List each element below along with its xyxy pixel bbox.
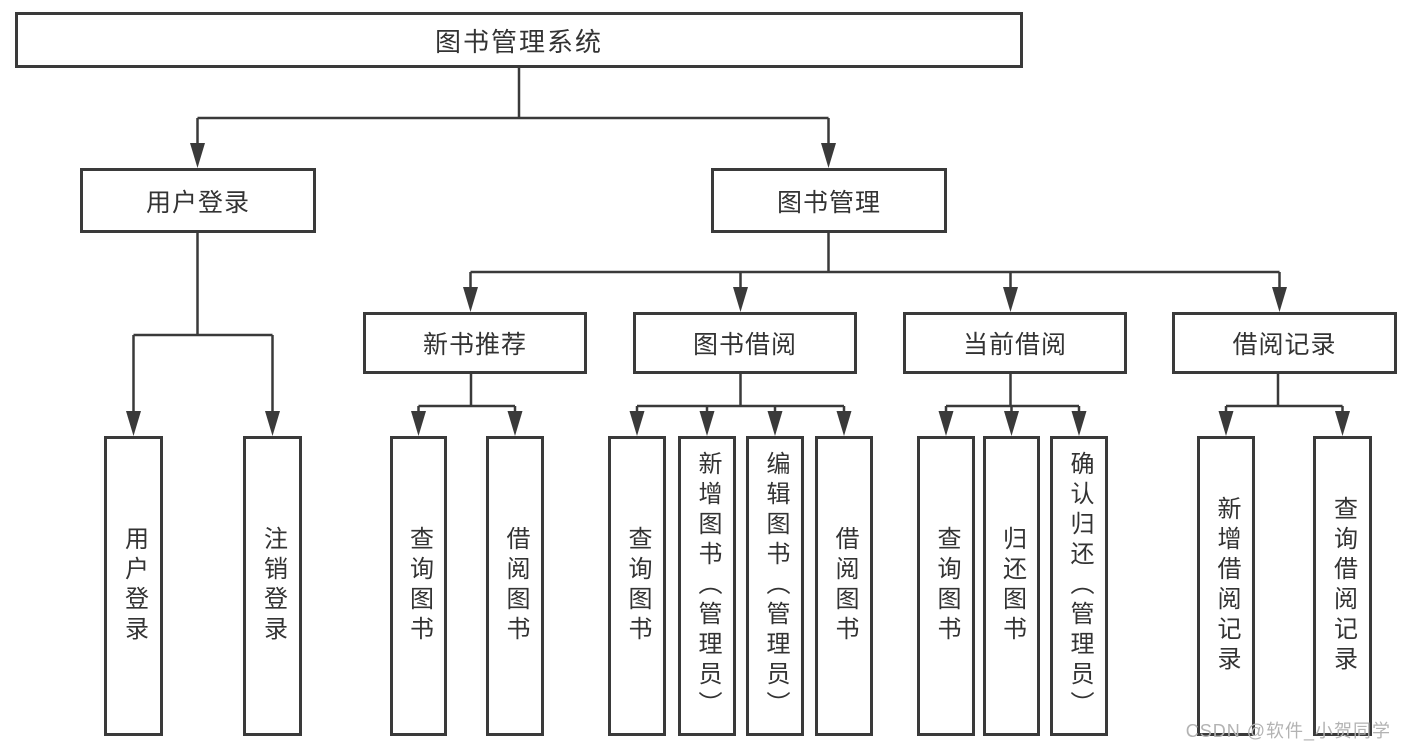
leaf-query-borrow-record: 查询借阅记录 xyxy=(1313,436,1372,736)
leaf-query-book-current-label: 查询图书 xyxy=(933,526,960,646)
node-book-borrowing: 图书借阅 xyxy=(633,312,857,374)
leaf-confirm-return-admin: 确认归还（管理员） xyxy=(1050,436,1108,736)
leaf-query-book-borrow: 查询图书 xyxy=(608,436,666,736)
node-library-management-system: 图书管理系统 xyxy=(15,12,1023,68)
leaf-borrow-book: 借阅图书 xyxy=(815,436,873,736)
leaf-query-book-recommend-label: 查询图书 xyxy=(405,526,433,646)
leaf-confirm-return-admin-label: 确认归还（管理员） xyxy=(1066,451,1093,721)
node-current-borrowing: 当前借阅 xyxy=(903,312,1127,374)
leaf-user-login: 用户登录 xyxy=(104,436,163,736)
leaf-add-book-admin-label: 新增图书（管理员） xyxy=(694,451,721,721)
leaf-add-borrow-record-label: 新增借阅记录 xyxy=(1213,496,1240,676)
leaf-user-login-label: 用户登录 xyxy=(120,526,148,646)
leaf-logout: 注销登录 xyxy=(243,436,302,736)
leaf-add-book-admin: 新增图书（管理员） xyxy=(678,436,736,736)
node-new-book-recommendation: 新书推荐 xyxy=(363,312,587,374)
csdn-watermark: CSDN @软件_小贺同学 xyxy=(1185,721,1391,741)
leaf-add-borrow-record: 新增借阅记录 xyxy=(1197,436,1255,736)
leaf-query-borrow-record-label: 查询借阅记录 xyxy=(1329,496,1357,676)
leaf-query-book-current: 查询图书 xyxy=(917,436,975,736)
node-borrowing-records: 借阅记录 xyxy=(1172,312,1397,374)
leaf-query-book-recommend: 查询图书 xyxy=(390,436,447,736)
leaf-borrow-book-label: 借阅图书 xyxy=(831,526,858,646)
leaf-edit-book-admin: 编辑图书（管理员） xyxy=(746,436,804,736)
leaf-edit-book-admin-label: 编辑图书（管理员） xyxy=(762,451,789,721)
leaf-return-book-label: 归还图书 xyxy=(998,526,1026,646)
leaf-query-book-borrow-label: 查询图书 xyxy=(624,526,651,646)
leaf-borrow-book-recommend: 借阅图书 xyxy=(486,436,544,736)
arrowheads xyxy=(126,143,1350,436)
leaf-logout-label: 注销登录 xyxy=(259,526,287,646)
node-user-login-branch: 用户登录 xyxy=(80,168,316,233)
node-book-management-branch: 图书管理 xyxy=(711,168,947,233)
leaf-return-book: 归还图书 xyxy=(983,436,1040,736)
leaf-borrow-book-recommend-label: 借阅图书 xyxy=(502,526,529,646)
